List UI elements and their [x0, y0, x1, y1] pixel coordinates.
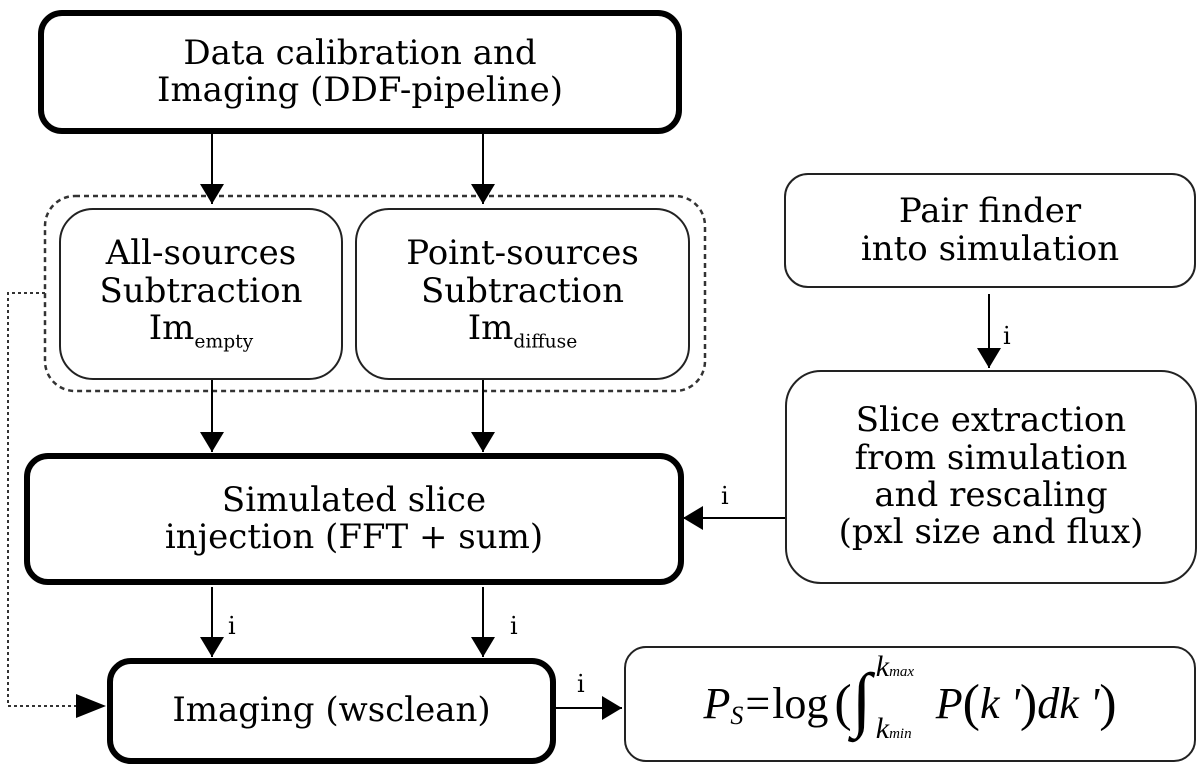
slice-extraction-line-3: and rescaling — [874, 475, 1108, 515]
im-symbol: Im — [467, 307, 514, 348]
pair-finder-node: Pair finder into simulation — [784, 173, 1196, 288]
injection-box: Simulated slice injection (FFT + sum) — [24, 453, 684, 585]
formula-lhs-subscript: S — [730, 700, 744, 730]
lower-limit: kmin — [876, 712, 912, 745]
label-injection-to-imaging-right: i — [510, 612, 518, 640]
injection-line-2: injection (FFT + sum) — [164, 517, 544, 557]
all-sources-line-2: Subtraction — [99, 270, 303, 311]
lower-limit-k: k — [875, 712, 890, 745]
formula-lhs: P — [703, 678, 731, 728]
im-diffuse-symbol: Imdiffuse — [467, 307, 578, 353]
all-sources-subtraction-node: All-sources Subtraction Imempty — [59, 208, 343, 380]
calibration-node: Data calibration and Imaging (DDF-pipeli… — [38, 10, 682, 134]
point-sources-line-1: Point-sources — [406, 233, 639, 274]
point-sources-line-2: Subtraction — [420, 270, 625, 311]
calibration-line-1: Data calibration and — [183, 32, 537, 73]
upper-limit: kmax — [876, 650, 914, 683]
im-diffuse-subscript: diffuse — [513, 331, 578, 353]
point-sources-subtraction-node: Point-sources Subtraction Imdiffuse — [355, 208, 690, 380]
pair-finder-line-2: into simulation — [860, 228, 1120, 269]
upper-limit-k: k — [875, 650, 890, 683]
formula-inner-open: ( — [962, 675, 980, 733]
formula-integrand: P — [935, 678, 963, 728]
imaging-box: Imaging (wsclean) — [107, 658, 556, 764]
formula-equals: = — [745, 678, 771, 728]
formula-differential: dk ' — [1037, 678, 1100, 728]
formula-log: log — [772, 678, 829, 728]
formula-inner-close: ) — [1019, 675, 1038, 733]
label-pair-to-slice: i — [1003, 322, 1011, 350]
bypass-arrowhead — [76, 694, 106, 718]
im-empty-symbol: Imempty — [148, 307, 254, 353]
edge-bypass-dotted — [7, 292, 86, 707]
label-injection-to-imaging-left: i — [228, 612, 236, 640]
calibration-line-2: Imaging (DDF-pipeline) — [157, 70, 563, 110]
im-empty-subscript: empty — [194, 331, 254, 353]
slice-extraction-line-4: (pxl size and flux) — [838, 512, 1144, 553]
label-slice-to-injection: i — [721, 482, 729, 510]
lower-limit-subscript: min — [889, 726, 912, 742]
pair-finder-line-1: Pair finder — [898, 191, 1082, 232]
injection-line-1: Simulated slice — [221, 479, 487, 520]
slice-extraction-node: Slice extraction from simulation and res… — [785, 370, 1197, 584]
formula-variable: k ' — [979, 678, 1020, 728]
integral-sign: ∫ — [851, 659, 872, 739]
formula-integral: ∫ kmax kmin — [851, 650, 932, 754]
all-sources-line-1: All-sources — [105, 233, 297, 274]
upper-limit-subscript: max — [889, 664, 915, 680]
formula-open-paren: ( — [834, 675, 852, 733]
im-symbol: Im — [148, 307, 195, 348]
slice-extraction-line-1: Slice extraction — [855, 400, 1127, 441]
slice-extraction-line-2: from simulation — [854, 437, 1128, 478]
label-imaging-to-formula: i — [577, 670, 585, 698]
formula-close-paren: ) — [1099, 675, 1117, 733]
imaging-line-1: Imaging (wsclean) — [172, 690, 491, 731]
